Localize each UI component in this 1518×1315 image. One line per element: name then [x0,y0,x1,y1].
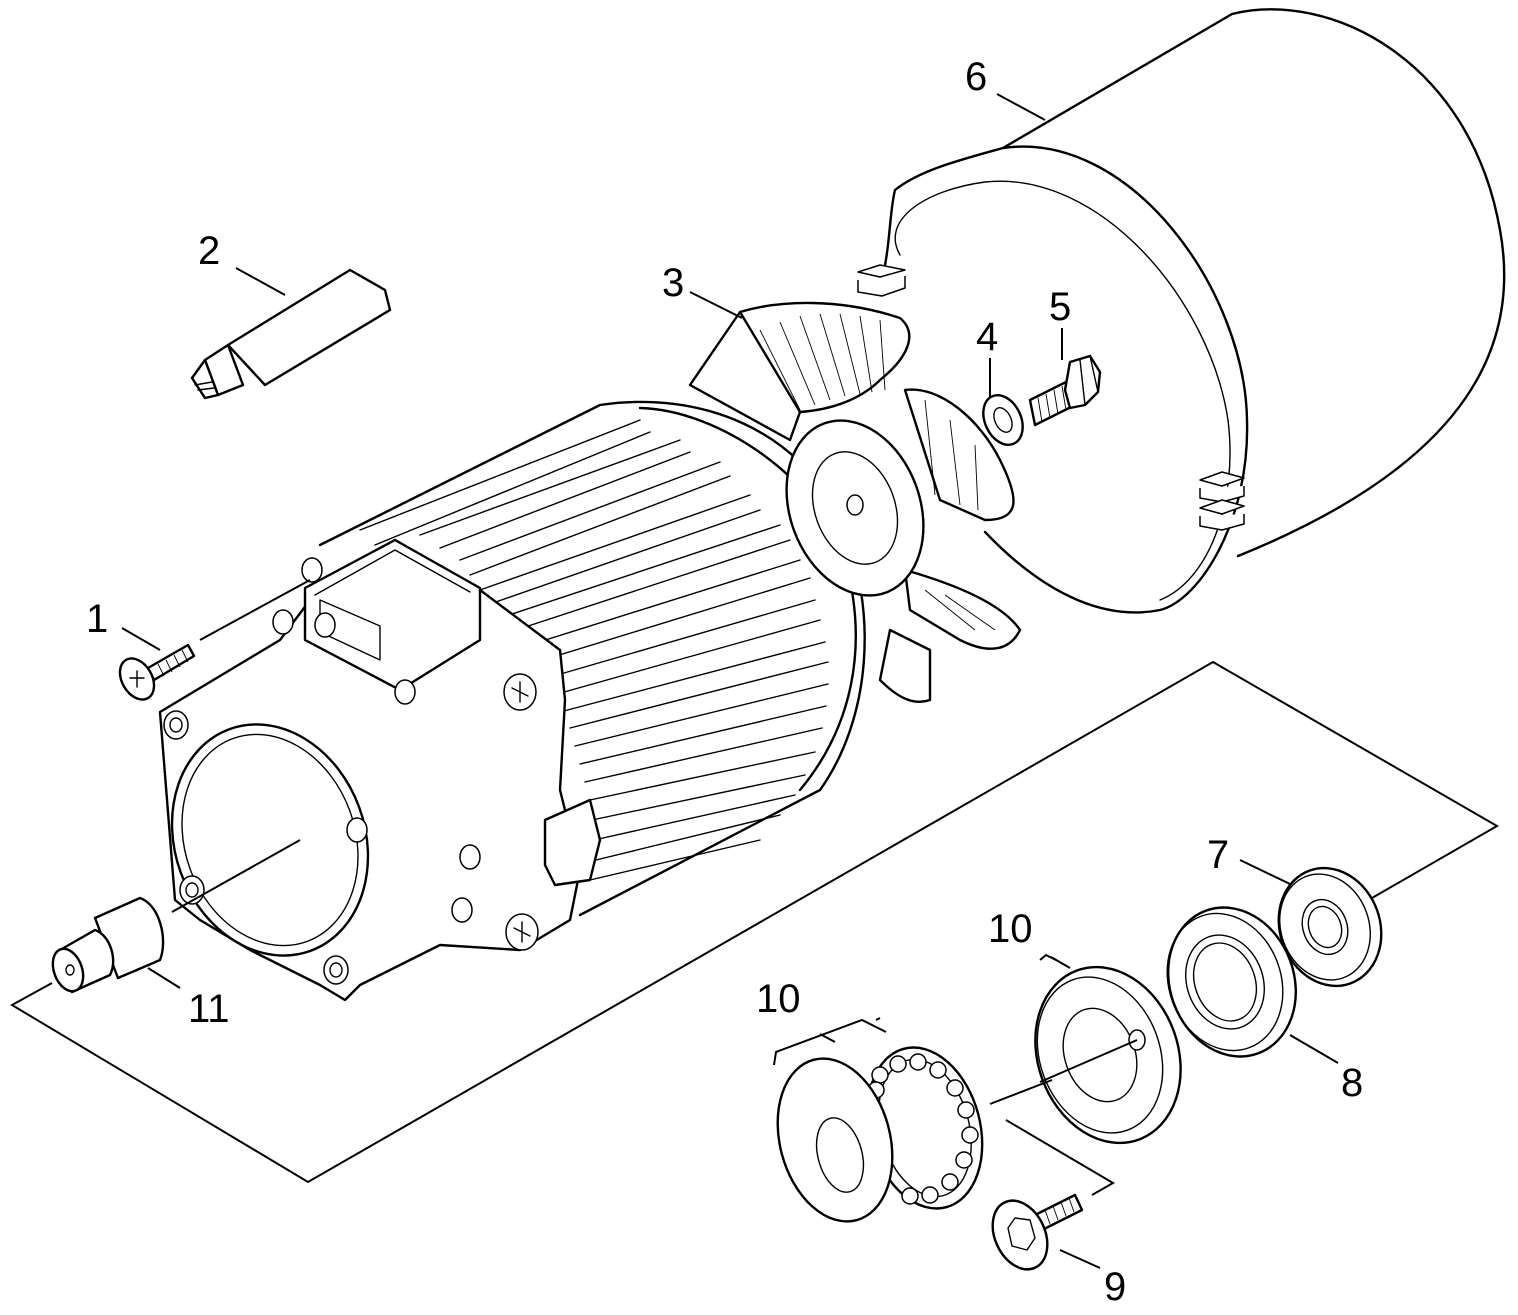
part-9-flange-bolt [991,1193,1084,1271]
callout-2: 2 [198,229,220,273]
callout-7: 7 [1207,833,1229,877]
callout-6: 6 [965,55,987,99]
assembly-frame [9,660,1500,1184]
part-11-plug [51,896,165,994]
part-6-fan-cover [857,8,1506,614]
leader-lines [121,93,1339,1269]
callout-10-lower: 10 [756,977,801,1021]
callout-4: 4 [976,315,998,359]
part-5-bolt [1028,354,1102,427]
part-10-thrust-bearing [776,1046,984,1223]
callout-5: 5 [1049,285,1071,329]
callout-labels: 1 2 3 4 5 6 7 8 9 10 10 11 [86,55,1363,1309]
part-motor-housing [158,400,866,1002]
part-10-bearing-cap [1034,965,1182,1145]
part-3-fan [688,301,1022,703]
part-4-washer [982,394,1024,446]
callout-9: 9 [1104,1265,1126,1309]
callout-8: 8 [1341,1061,1363,1105]
part-2-grease-tube [190,268,392,400]
callout-1: 1 [86,597,108,641]
callout-3: 3 [662,261,684,305]
part-8-ball-bearing [1166,906,1297,1058]
part-1-screw [118,643,196,701]
callout-10-upper: 10 [988,907,1033,951]
callout-11: 11 [188,987,230,1031]
